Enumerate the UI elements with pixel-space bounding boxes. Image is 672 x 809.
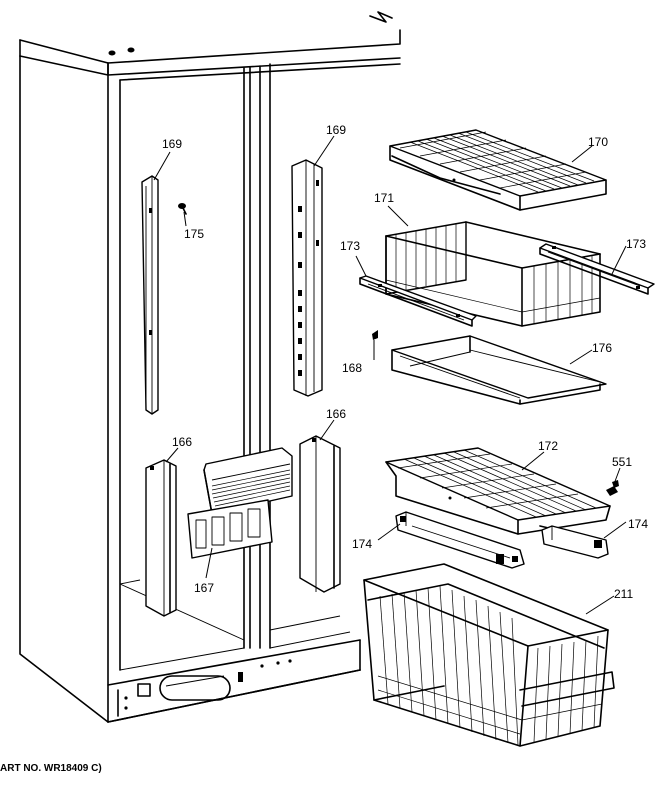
callout-551: 551	[612, 455, 632, 469]
part-173-right-slide	[539, 243, 655, 295]
callout-169-right: 169	[326, 123, 346, 137]
part-169-right-rail	[291, 159, 323, 397]
part-211-wire-basket	[363, 563, 615, 747]
callout-166-right: 166	[326, 407, 346, 421]
callout-175: 175	[184, 227, 204, 241]
callout-167: 167	[194, 581, 214, 595]
part-551-screw	[606, 480, 619, 496]
callout-170: 170	[588, 135, 608, 149]
part-169-left-rail	[141, 175, 159, 415]
part-174-left-slide	[395, 511, 525, 569]
callout-174-right: 174	[628, 517, 648, 531]
part-166-right-cover	[299, 435, 341, 593]
callout-174-left: 174	[352, 537, 372, 551]
part-number-caption: ART NO. WR18409 C)	[0, 763, 102, 774]
callout-169-left: 169	[162, 137, 182, 151]
cabinet	[19, 11, 401, 723]
callout-176: 176	[592, 341, 612, 355]
part-167-evaporator-cover	[187, 447, 293, 559]
callout-173-right: 173	[626, 237, 646, 251]
callout-173-left: 173	[340, 239, 360, 253]
part-171-wire-basket	[385, 221, 601, 327]
part-176-shelf-frame	[391, 335, 607, 405]
part-174-right-slide	[541, 525, 609, 559]
part-172-wire-shelf	[385, 447, 611, 541]
part-170-wire-shelf	[389, 129, 607, 211]
callout-211: 211	[614, 587, 633, 601]
callout-166-left: 166	[172, 435, 192, 449]
callout-172: 172	[538, 439, 558, 453]
part-168-clip	[372, 330, 378, 340]
part-166-left-cover	[145, 459, 177, 617]
callout-171: 171	[374, 191, 394, 205]
callout-labels: 169 175 169 170 171 173 173 168 176 166 …	[162, 123, 648, 601]
leader-lines	[153, 135, 627, 615]
callout-168: 168	[342, 361, 362, 375]
part-173-left-slide	[359, 275, 477, 327]
part-175-screw	[178, 203, 187, 215]
